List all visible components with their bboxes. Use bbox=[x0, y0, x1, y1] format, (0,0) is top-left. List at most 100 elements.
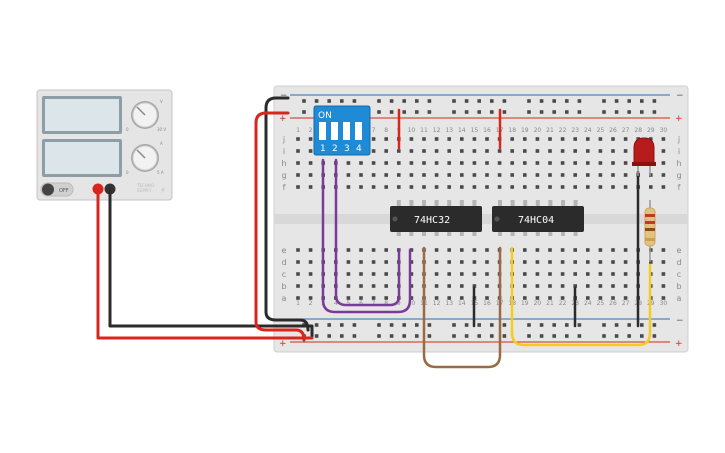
rail-hole[interactable] bbox=[490, 334, 494, 338]
rail-hole[interactable] bbox=[565, 334, 569, 338]
breadboard-hole[interactable] bbox=[472, 149, 477, 153]
breadboard-hole[interactable] bbox=[623, 260, 628, 264]
breadboard-hole[interactable] bbox=[485, 284, 489, 288]
rail-hole[interactable] bbox=[527, 110, 531, 114]
breadboard-hole[interactable] bbox=[485, 260, 489, 264]
breadboard-hole[interactable] bbox=[661, 149, 666, 153]
wire-not-to-led[interactable] bbox=[510, 246, 652, 347]
breadboard-hole[interactable] bbox=[535, 284, 540, 288]
breadboard-hole[interactable] bbox=[661, 260, 666, 264]
breadboard-hole[interactable] bbox=[346, 173, 351, 177]
rail-hole[interactable] bbox=[552, 110, 556, 114]
breadboard-hole[interactable] bbox=[409, 161, 414, 165]
rail-hole[interactable] bbox=[452, 334, 456, 338]
rail-hole[interactable] bbox=[402, 323, 406, 327]
breadboard-hole[interactable] bbox=[384, 296, 388, 300]
rail-hole[interactable] bbox=[577, 323, 582, 327]
breadboard-hole[interactable] bbox=[560, 161, 565, 165]
breadboard-hole[interactable] bbox=[359, 272, 363, 276]
breadboard-hole[interactable] bbox=[586, 296, 590, 300]
wire-dip2-to-or[interactable] bbox=[334, 158, 401, 307]
rail-hole[interactable] bbox=[377, 334, 381, 338]
rail-hole[interactable] bbox=[577, 110, 582, 114]
breadboard-hole[interactable] bbox=[384, 173, 388, 177]
breadboard-hole[interactable] bbox=[661, 248, 666, 252]
breadboard-hole[interactable] bbox=[485, 137, 489, 141]
rail-hole[interactable] bbox=[415, 110, 419, 114]
rail-hole[interactable] bbox=[477, 323, 481, 327]
breadboard-hole[interactable] bbox=[623, 185, 628, 189]
breadboard-hole[interactable] bbox=[623, 173, 628, 177]
rail-hole[interactable] bbox=[427, 99, 432, 103]
breadboard-hole[interactable] bbox=[434, 185, 439, 189]
breadboard-hole[interactable] bbox=[598, 185, 603, 189]
breadboard-hole[interactable] bbox=[560, 149, 565, 153]
breadboard-hole[interactable] bbox=[460, 149, 464, 153]
breadboard-hole[interactable] bbox=[573, 137, 577, 141]
breadboard-hole[interactable] bbox=[623, 149, 628, 153]
breadboard-hole[interactable] bbox=[460, 296, 464, 300]
rail-hole[interactable] bbox=[327, 334, 331, 338]
breadboard-hole[interactable] bbox=[308, 137, 313, 141]
breadboard-holes[interactable] bbox=[296, 99, 666, 338]
breadboard-hole[interactable] bbox=[346, 272, 351, 276]
rail-hole[interactable] bbox=[340, 334, 344, 338]
breadboard-hole[interactable] bbox=[649, 185, 653, 189]
rail-hole[interactable] bbox=[652, 323, 657, 327]
breadboard-hole[interactable] bbox=[460, 284, 464, 288]
breadboard-hole[interactable] bbox=[523, 284, 527, 288]
breadboard-hole[interactable] bbox=[346, 296, 351, 300]
breadboard-hole[interactable] bbox=[308, 173, 313, 177]
breadboard-hole[interactable] bbox=[560, 137, 565, 141]
breadboard-hole[interactable] bbox=[649, 248, 653, 252]
breadboard-hole[interactable] bbox=[611, 149, 615, 153]
breadboard-hole[interactable] bbox=[422, 173, 426, 177]
breadboard-hole[interactable] bbox=[409, 137, 414, 141]
breadboard-hole[interactable] bbox=[359, 248, 363, 252]
rail-hole[interactable] bbox=[527, 99, 531, 103]
breadboard-hole[interactable] bbox=[586, 137, 590, 141]
rail-hole[interactable] bbox=[539, 334, 544, 338]
dip-switch[interactable]: ON 1 2 3 4 bbox=[313, 105, 371, 156]
breadboard-hole[interactable] bbox=[447, 149, 451, 153]
breadboard-hole[interactable] bbox=[510, 137, 514, 141]
breadboard-hole[interactable] bbox=[523, 161, 527, 165]
breadboard-hole[interactable] bbox=[460, 260, 464, 264]
breadboard-hole[interactable] bbox=[359, 173, 363, 177]
dip-toggle-3[interactable] bbox=[343, 122, 350, 140]
rail-hole[interactable] bbox=[340, 323, 344, 327]
rail-hole[interactable] bbox=[539, 110, 544, 114]
breadboard-hole[interactable] bbox=[384, 161, 388, 165]
breadboard-hole[interactable] bbox=[573, 185, 577, 189]
breadboard-hole[interactable] bbox=[422, 149, 426, 153]
rail-hole[interactable] bbox=[314, 334, 319, 338]
breadboard-hole[interactable] bbox=[296, 296, 300, 300]
rail-hole[interactable] bbox=[327, 323, 331, 327]
breadboard-hole[interactable] bbox=[573, 272, 577, 276]
rail-hole[interactable] bbox=[477, 99, 481, 103]
breadboard-hole[interactable] bbox=[384, 272, 388, 276]
wire-rail-negative-jumper[interactable] bbox=[264, 96, 310, 332]
breadboard-hole[interactable] bbox=[447, 248, 451, 252]
rail-hole[interactable] bbox=[314, 323, 319, 327]
breadboard-hole[interactable] bbox=[409, 173, 414, 177]
rail-hole[interactable] bbox=[502, 323, 507, 327]
breadboard-hole[interactable] bbox=[598, 248, 603, 252]
rail-hole[interactable] bbox=[602, 99, 606, 103]
breadboard-hole[interactable] bbox=[649, 137, 653, 141]
wires[interactable] bbox=[96, 96, 652, 369]
breadboard-hole[interactable] bbox=[586, 248, 590, 252]
dip-toggle-1[interactable] bbox=[319, 122, 326, 140]
breadboard-hole[interactable] bbox=[623, 248, 628, 252]
breadboard-hole[interactable] bbox=[447, 272, 451, 276]
breadboard-hole[interactable] bbox=[460, 173, 464, 177]
breadboard-hole[interactable] bbox=[371, 296, 376, 300]
rail-hole[interactable] bbox=[415, 323, 419, 327]
breadboard-hole[interactable] bbox=[409, 296, 414, 300]
breadboard-hole[interactable] bbox=[560, 260, 565, 264]
rail-hole[interactable] bbox=[464, 323, 469, 327]
breadboard-hole[interactable] bbox=[497, 161, 502, 165]
breadboard-hole[interactable] bbox=[598, 149, 603, 153]
breadboard-hole[interactable] bbox=[523, 185, 527, 189]
rail-hole[interactable] bbox=[377, 99, 381, 103]
